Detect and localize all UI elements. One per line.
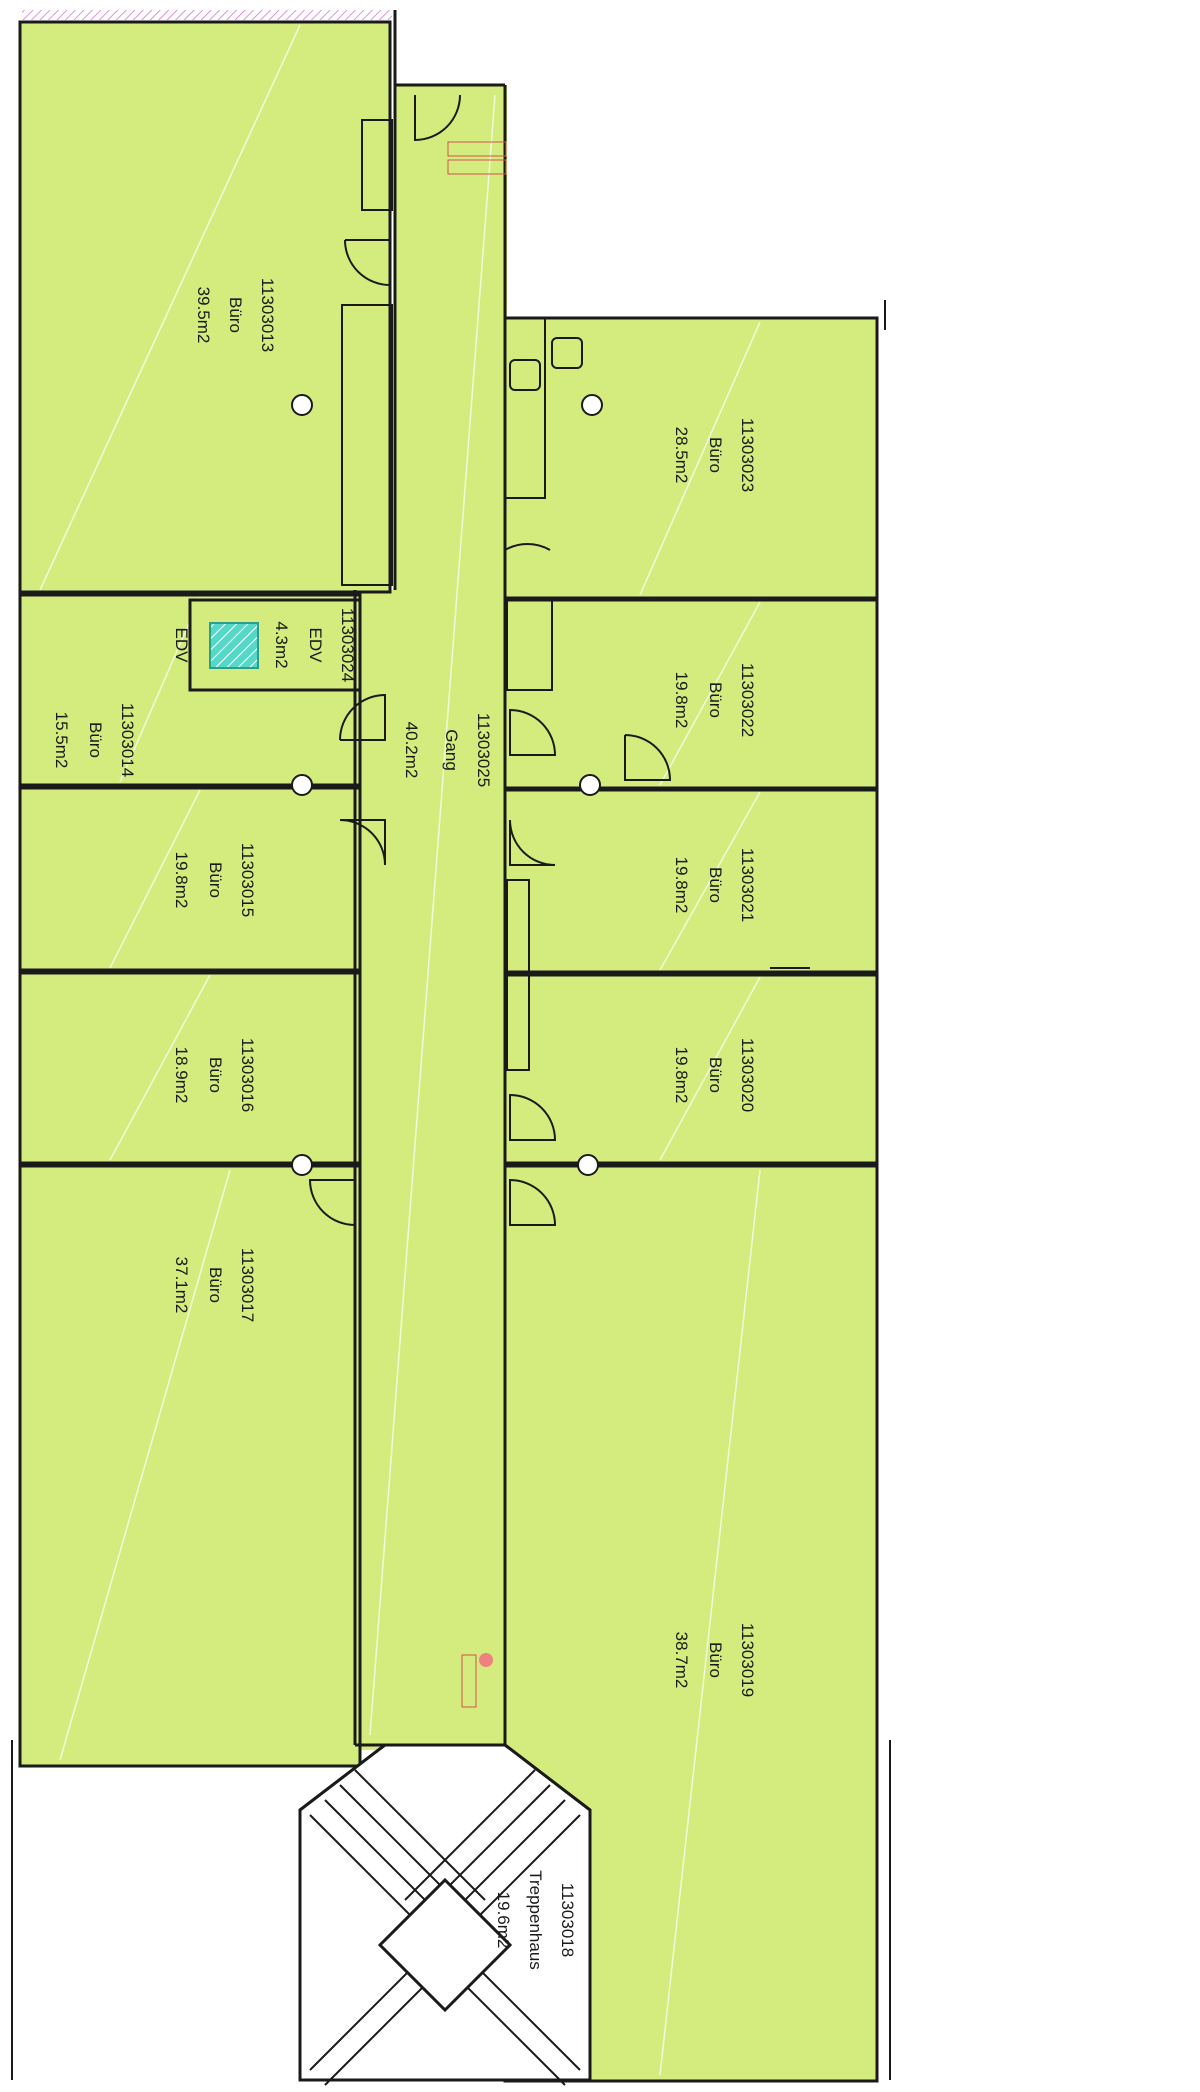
label-11303015-id: 11303015: [238, 843, 257, 917]
edv-equipment-box: [209, 622, 259, 669]
label-11303019-use: Büro: [706, 1642, 725, 1678]
label-11303021-use: Büro: [706, 867, 725, 903]
label-11303015-use: Büro: [206, 862, 225, 898]
label-11303015-area: 19.8m2: [172, 852, 191, 909]
label-11303018-use: Treppenhaus: [526, 1870, 545, 1970]
label-11303021-area: 19.8m2: [672, 857, 691, 914]
label-11303014-area: 15.5m2: [52, 712, 71, 769]
label-11303020-area: 19.8m2: [672, 1047, 691, 1104]
label-11303023-use: Büro: [706, 437, 725, 473]
label-11303016-area: 18.9m2: [172, 1047, 191, 1104]
label-11303013-id: 11303013: [258, 278, 277, 352]
label-11303022-area: 19.8m2: [672, 672, 691, 729]
label-11303025-use: Gang: [442, 729, 461, 771]
fixture-circles: [291, 394, 603, 1667]
room-11303020[interactable]: [503, 973, 879, 1165]
label-11303025-area: 40.2m2: [402, 722, 421, 779]
label-11303025-id: 11303025: [474, 713, 493, 787]
label-11303024-area: 4.3m2: [272, 621, 291, 668]
label-11303019-id: 11303019: [738, 1623, 757, 1697]
label-11303014-id: 11303014: [118, 703, 137, 777]
label-11303020-use: Büro: [706, 1057, 725, 1093]
room-11303021[interactable]: [503, 788, 879, 974]
label-11303019-area: 38.7m2: [672, 1632, 691, 1689]
label-11303016-use: Büro: [206, 1057, 225, 1093]
label-11303013-use: Büro: [226, 297, 245, 333]
label-11303020-id: 11303020: [738, 1038, 757, 1112]
label-11303024-use: EDV: [306, 628, 325, 664]
label-edv-extra: EDV: [172, 628, 191, 664]
label-11303023-id: 11303023: [738, 418, 757, 492]
label-11303024-id: 11303024: [338, 608, 357, 682]
shafts: [341, 119, 877, 1071]
facade-markers: [11, 300, 891, 2080]
label-11303021-id: 11303021: [738, 848, 757, 922]
room-11303016[interactable]: [18, 971, 362, 1165]
label-11303017-use: Büro: [206, 1267, 225, 1303]
label-11303013-area: 39.5m2: [194, 287, 213, 344]
label-11303018-area: 19.6m2: [494, 1892, 513, 1949]
room-11303022[interactable]: [503, 598, 879, 790]
label-11303016-id: 11303016: [238, 1038, 257, 1112]
red-tag-markers: [447, 141, 507, 1708]
label-11303018-id: 11303018: [558, 1883, 577, 1957]
room-11303013[interactable]: [18, 20, 392, 594]
corridor-fill-lower: [355, 590, 505, 1750]
label-11303017-area: 37.1m2: [172, 1257, 191, 1314]
room-11303015[interactable]: [18, 786, 362, 972]
room-11303023[interactable]: [503, 316, 879, 600]
label-11303017-id: 11303017: [238, 1248, 257, 1322]
label-11303023-area: 28.5m2: [672, 427, 691, 484]
sink-icons: [509, 337, 583, 391]
roof-edge-hatch: [22, 10, 392, 20]
label-11303014-use: Büro: [86, 722, 105, 758]
label-11303022-id: 11303022: [738, 663, 757, 737]
label-11303022-use: Büro: [706, 682, 725, 718]
stairwell: [298, 1743, 592, 2086]
room-11303017[interactable]: [18, 1164, 362, 1768]
corridor-walls: [353, 10, 507, 1747]
